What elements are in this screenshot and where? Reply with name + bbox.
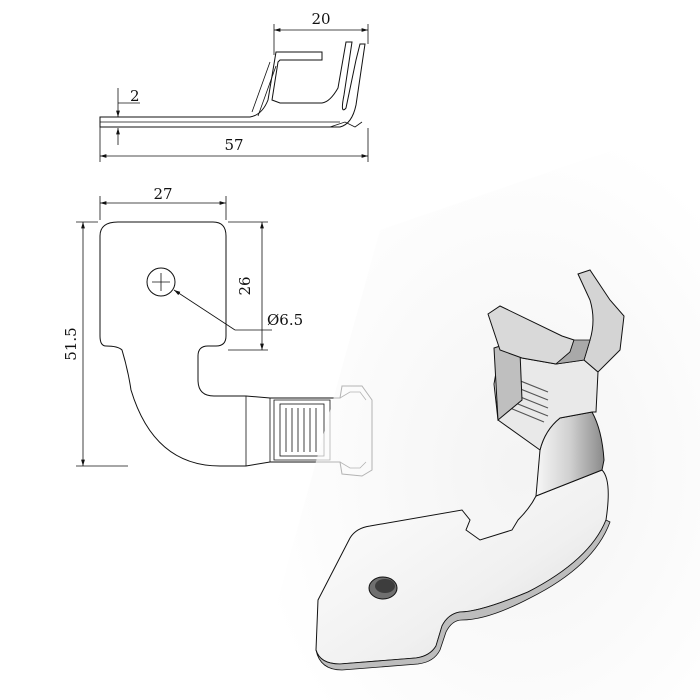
side-view: 20 2 57 (99, 10, 369, 162)
dim-side-thickness: 2 (130, 87, 140, 105)
top-view: Ø6.5 27 26 51.5 (62, 185, 373, 477)
side-view-profile (99, 41, 366, 128)
dim-top-width: 27 (153, 185, 172, 203)
dim-side-width: 20 (311, 10, 330, 28)
isometric-render (250, 120, 700, 700)
dim-hole-offset: 26 (236, 276, 254, 295)
dim-side-length: 57 (224, 136, 243, 154)
dim-top-height: 51.5 (62, 327, 80, 360)
dim-hole-diameter: Ø6.5 (267, 311, 303, 329)
render-rear-wing (577, 269, 625, 373)
